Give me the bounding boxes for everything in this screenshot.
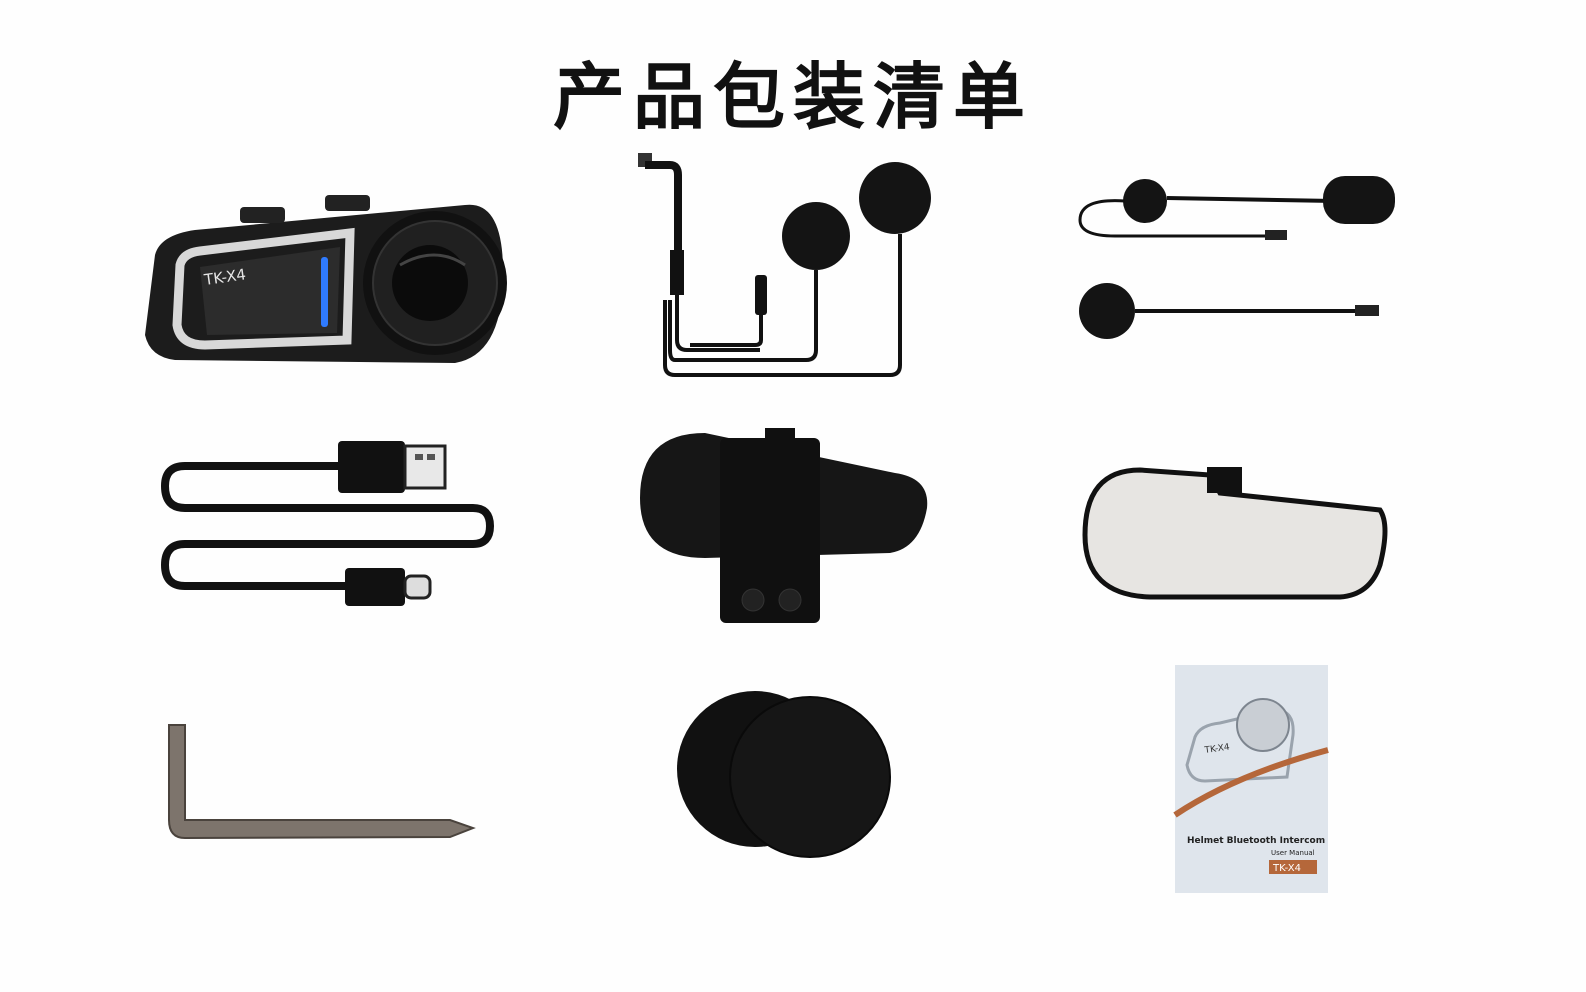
main-unit-model-label: TK-X4 xyxy=(202,265,247,289)
velcro-pads-icon xyxy=(675,685,895,865)
microphone-headset-icon xyxy=(1075,168,1410,348)
hex-key-icon xyxy=(165,720,480,845)
usb-cable-icon xyxy=(155,438,500,613)
manual-model-label: TK-X4 xyxy=(1272,863,1301,874)
adhesive-base-icon xyxy=(1080,465,1390,605)
manual-subtitle: User Manual xyxy=(1271,849,1315,857)
page-title: 产品包装清单 xyxy=(552,55,1033,139)
intercom-unit-icon: TK-X4 xyxy=(135,185,515,375)
user-manual-icon: TK-X4 Helmet Bluetooth Intercom User Man… xyxy=(1173,665,1329,893)
mount-clip-icon xyxy=(635,428,935,628)
manual-title: Helmet Bluetooth Intercom xyxy=(1187,836,1325,846)
headset-wire-icon xyxy=(630,150,950,385)
manual-cover-model-label: TK-X4 xyxy=(1203,743,1231,757)
